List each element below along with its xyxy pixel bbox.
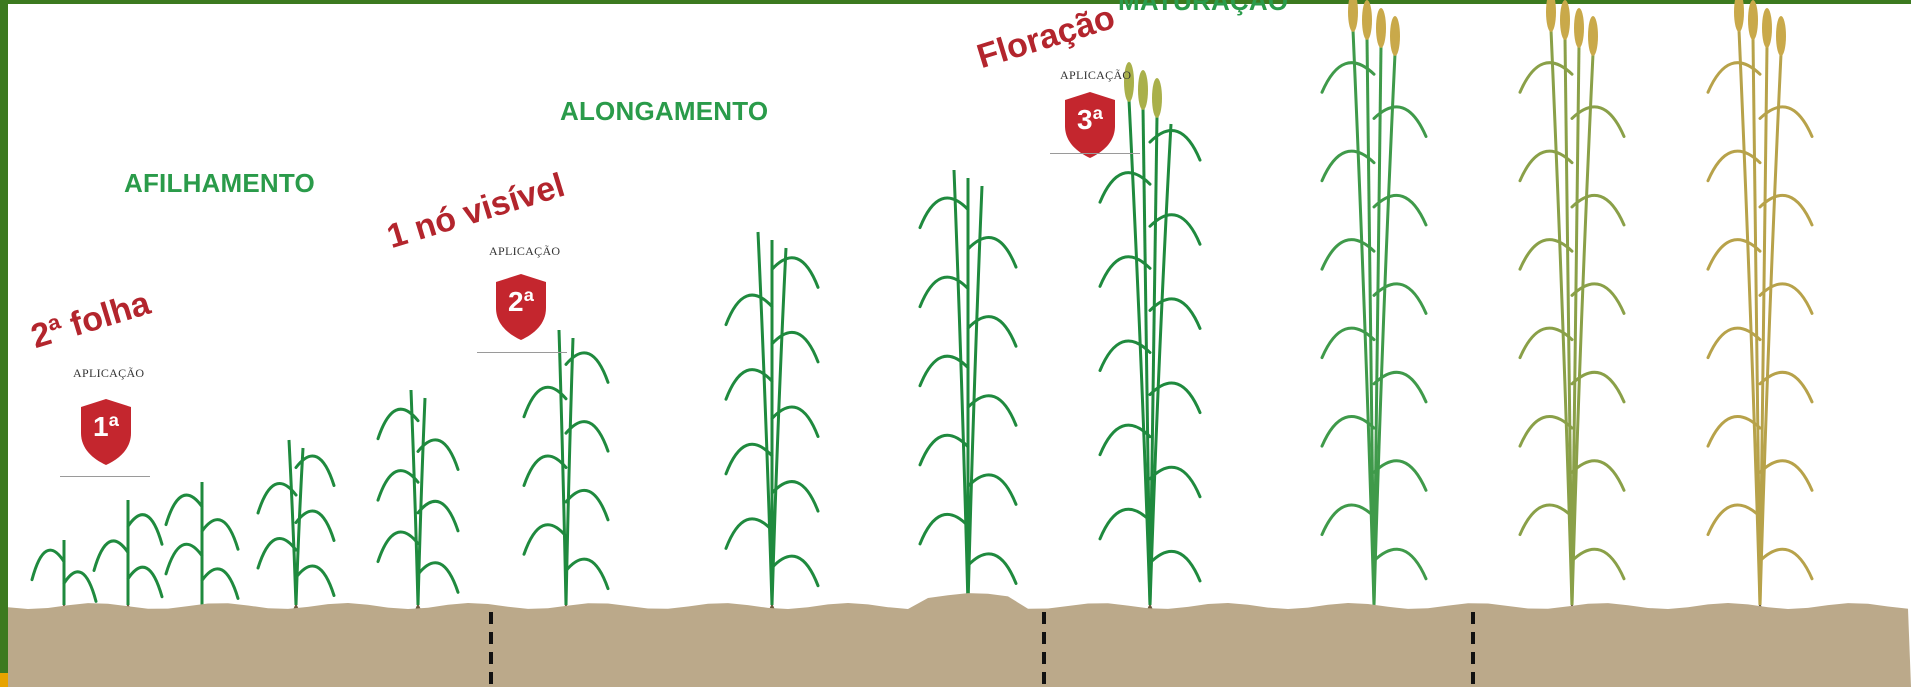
stage-divider-1: [489, 612, 493, 687]
application-number-1: 1ª: [79, 411, 133, 443]
application-caption-2: APLICAÇÃO: [489, 244, 560, 259]
stage-label-afilhamento: AFILHAMENTO: [124, 168, 315, 199]
application-badge-3: 3ª: [1063, 90, 1117, 160]
wheat-plant-10: [1322, 0, 1426, 660]
application-badge-1: 1ª: [79, 397, 133, 467]
wheat-plant-12: [1708, 0, 1812, 660]
application-badge-2: 2ª: [494, 272, 548, 342]
stage-divider-2: [1042, 612, 1046, 687]
wheat-plant-8: [920, 170, 1016, 660]
stage-divider-3: [1471, 612, 1475, 687]
stage-label-alongamento: ALONGAMENTO: [560, 96, 768, 127]
plants-group: [32, 0, 1812, 660]
soil-ground: [8, 593, 1911, 687]
application-rule-2: [477, 352, 567, 353]
application-number-2: 2ª: [494, 286, 548, 318]
stage-label-maturacao: MATURAÇÃO: [1118, 0, 1288, 17]
application-caption-1: APLICAÇÃO: [73, 366, 144, 381]
application-rule-3: [1050, 153, 1140, 154]
application-rule-1: [60, 476, 150, 477]
wheat-plant-11: [1520, 0, 1624, 660]
application-caption-3: APLICAÇÃO: [1060, 68, 1131, 83]
application-number-3: 3ª: [1063, 104, 1117, 136]
wheat-plant-7: [726, 232, 818, 660]
